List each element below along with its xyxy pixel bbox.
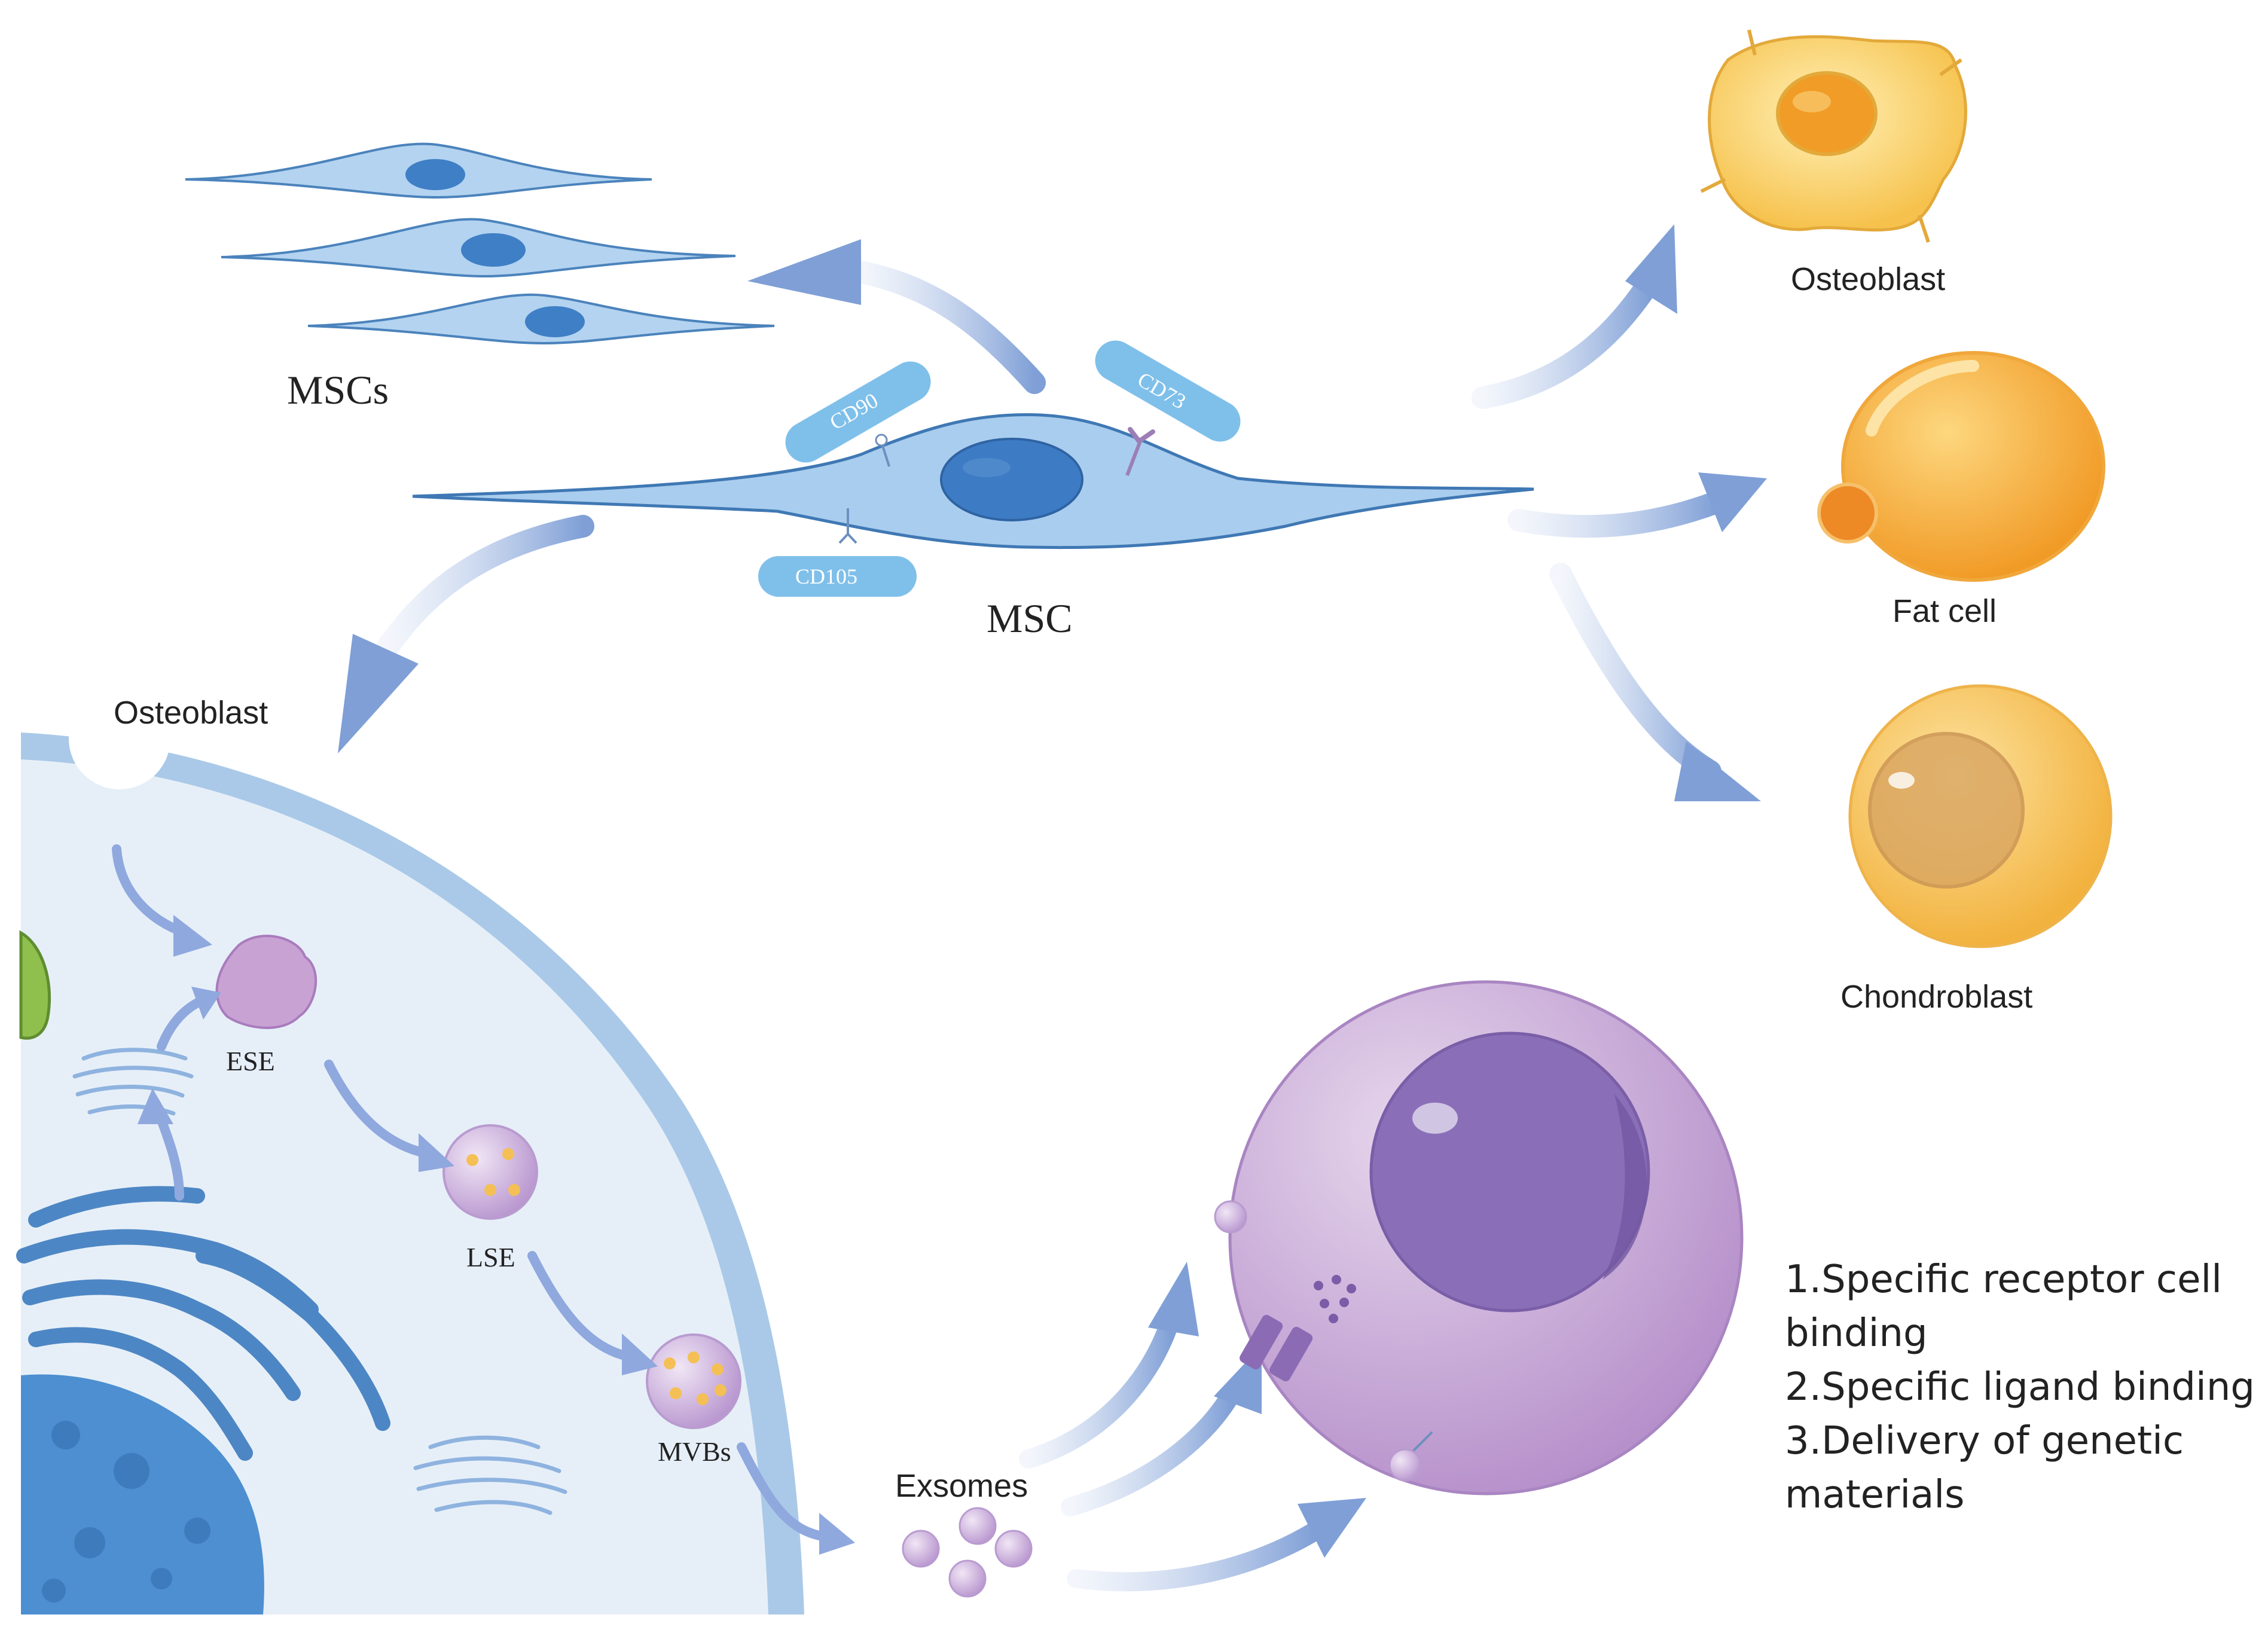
arrow-msc-to-bottom-osteoblast [377, 515, 594, 657]
osteoblast-process-4 [1939, 58, 1962, 77]
receptor-channel [1240, 1314, 1313, 1382]
mvbs-label: MVBs [658, 1436, 731, 1467]
ligand-bound-vesicle [1388, 1448, 1422, 1482]
exosome-4 [948, 1559, 987, 1598]
golgi-small-top [72, 1048, 194, 1116]
note-item-2: 2.Specific ligand binding [1785, 1365, 2255, 1409]
msc-nucleus-2 [461, 233, 526, 267]
target-cell-nucleus [1369, 1031, 1650, 1313]
cd105-receptor-head [838, 532, 857, 544]
osteoblast-cell [1700, 29, 1967, 243]
osteoblast-top-label: Osteoblast [1791, 261, 1946, 297]
mechanism-notes-list: 1.Specific receptor cell binding 2.Speci… [1785, 1253, 2257, 1522]
internal-arrows [112, 844, 830, 1542]
exosomes-label: Exsomes [895, 1468, 1028, 1504]
msc-nucleus-highlight [963, 458, 1011, 477]
lse-contents [466, 1148, 520, 1196]
arrow-msc-to-mscs-head [747, 239, 861, 305]
exosome-3 [994, 1530, 1033, 1568]
exosome-arrows [1019, 1262, 1366, 1592]
msc-nucleus-3 [525, 306, 585, 337]
cd90-receptor-head [875, 434, 888, 447]
msc-nucleus-1 [405, 159, 465, 190]
cd73-receptor-stalk [1125, 438, 1143, 477]
fat-cell-nucleus [1817, 483, 1878, 544]
fat-cell-body [1841, 351, 2105, 582]
chondroblast-label: Chondroblast [1840, 979, 2033, 1015]
osteoblast-process-1 [1747, 29, 1757, 56]
fat-cell-label: Fat cell [1892, 593, 1997, 629]
internal-arrow-heads [138, 915, 855, 1555]
golgi-small-bottom [413, 1435, 567, 1515]
msc-label: MSC [987, 596, 1073, 641]
msc-cell [412, 413, 1534, 550]
ligand-stalk [1410, 1431, 1433, 1454]
osteoblast-nucleus [1776, 71, 1878, 156]
exosome-group [902, 1507, 1033, 1598]
nucleus-spots [42, 1421, 210, 1603]
arrow-msc-to-fatcell-head [1698, 472, 1767, 532]
exosome-2 [902, 1530, 940, 1568]
arrow-msc-to-osteoblast [1472, 270, 1662, 409]
mscs-label: MSCs [287, 367, 389, 413]
lse-vesicle [442, 1124, 538, 1220]
osteoblast-membrane-notch [69, 688, 170, 789]
arrow-msc-to-bottom-osteoblast-head [338, 634, 419, 753]
cd105-marker-text: CD105 [795, 564, 858, 588]
cd90-receptor-stalk [881, 443, 890, 467]
arrow-msc-to-mscs [850, 261, 1046, 394]
arrow-msc-to-chondroblast-head [1674, 741, 1761, 801]
chondroblast-shine [1888, 772, 1915, 789]
arrows [338, 224, 1767, 801]
ese-label: ESE [226, 1046, 275, 1076]
arrow-exosome-3 [1067, 1521, 1325, 1592]
delivered-cargo-dots [1314, 1275, 1356, 1323]
arrow-msc-to-chondroblast [1549, 563, 1721, 783]
target-nucleus-shine [1412, 1103, 1458, 1134]
cd73-receptor-head [1128, 427, 1155, 445]
osteoblast-bottom-label: Osteoblast [114, 695, 268, 731]
cd73-marker-pill [1095, 340, 1241, 442]
target-surface-vesicle [1214, 1200, 1247, 1234]
arrow-exosome-2 [1061, 1384, 1241, 1516]
target-cell [1214, 980, 1744, 1495]
chondroblast-cell [1848, 684, 2113, 948]
note-item-3: 3.Delivery of genetic materials [1785, 1419, 2184, 1517]
chondroblast-nucleus [1868, 732, 2025, 889]
exosome-1 [959, 1507, 997, 1545]
bottom-osteoblast-cell [16, 688, 855, 1614]
note-item-1: 1.Specific receptor cell binding [1785, 1258, 2222, 1356]
target-nucleus-shading [1602, 1094, 1647, 1280]
osteoblast-nucleus-highlight [1793, 91, 1831, 112]
mvbs-contents [664, 1351, 727, 1405]
mitochondrion [19, 930, 51, 1040]
arrow-exosome-1-head [1148, 1262, 1199, 1336]
cd90-marker-pill [785, 361, 931, 463]
arrow-exosome-3-head [1298, 1498, 1366, 1558]
arrow-msc-to-osteoblast-head [1625, 224, 1677, 314]
endoplasmic-reticulum [16, 1186, 390, 1461]
mvbs-vesicle [646, 1333, 741, 1429]
osteoblast-process-3 [1700, 178, 1726, 193]
mscs-cell-group [185, 142, 775, 345]
msc-cell-nucleus [940, 438, 1083, 521]
fat-cell [1817, 351, 2105, 582]
osteoblast-process-2 [1918, 215, 1930, 243]
cd105-marker-pill [758, 556, 917, 597]
arrow-msc-to-fatcell [1507, 491, 1727, 538]
arrow-exosome-1 [1019, 1306, 1182, 1469]
lse-label: LSE [466, 1242, 515, 1272]
fat-cell-shine [1866, 360, 1979, 437]
